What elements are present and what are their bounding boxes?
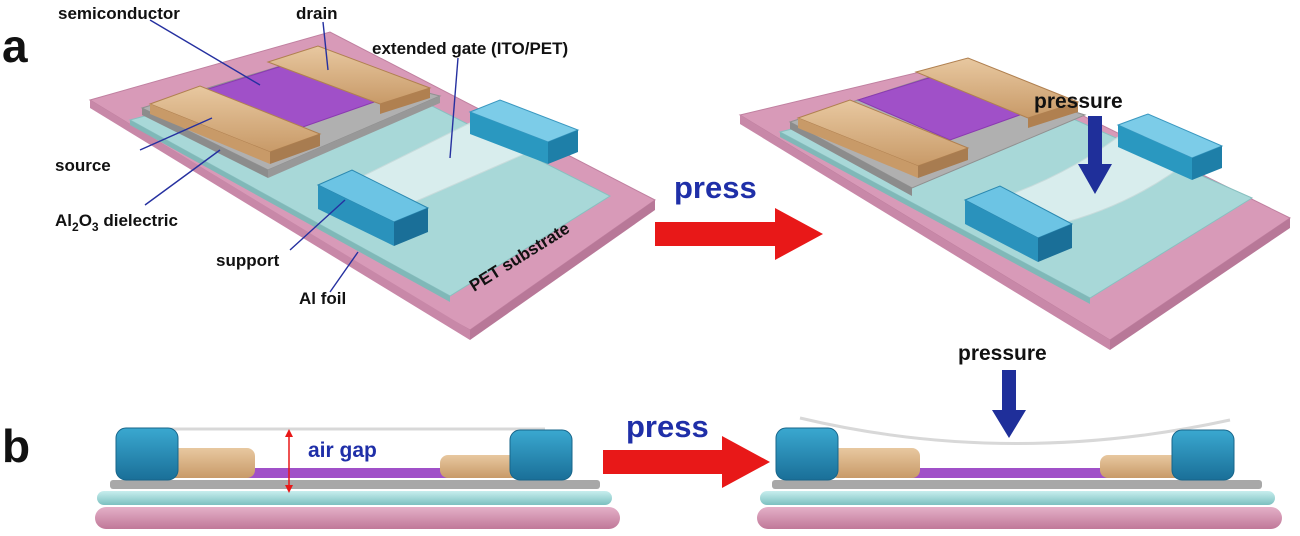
right-arrow-icon bbox=[655, 208, 823, 260]
support-block-front-right-2 bbox=[1038, 224, 1072, 262]
device-3d-before bbox=[88, 31, 656, 340]
drain-electrode-bar-2 bbox=[1100, 455, 1185, 478]
label-dielectric-al: Al bbox=[55, 211, 72, 230]
pet-substrate-bar bbox=[95, 507, 620, 529]
leader-dielectric bbox=[144, 149, 221, 206]
drain-electrode-bar bbox=[440, 455, 525, 478]
panel-label-b: b bbox=[2, 420, 30, 472]
label-drain: drain bbox=[296, 4, 338, 23]
leader-support bbox=[289, 199, 346, 251]
label-source: source bbox=[55, 156, 111, 175]
device-3d-after bbox=[738, 57, 1291, 350]
label-semiconductor: semiconductor bbox=[58, 4, 180, 23]
support-block-front-right bbox=[394, 208, 428, 246]
source-electrode-bar bbox=[165, 448, 255, 478]
source-electrode-front bbox=[150, 104, 270, 164]
pet-substrate-2-front-edge bbox=[740, 115, 1110, 350]
label-dielectric-rest: dielectric bbox=[99, 211, 178, 230]
support-block-left-2 bbox=[775, 427, 839, 481]
dielectric-2-edge bbox=[790, 122, 912, 196]
al-foil-bar-2 bbox=[760, 491, 1275, 505]
label-dielectric-o: O bbox=[79, 211, 92, 230]
air-gap-arrow-top bbox=[285, 429, 293, 437]
label-dielectric-sub2: 2 bbox=[72, 220, 79, 234]
extended-gate-bent bbox=[799, 416, 1231, 445]
source-electrode-2-front bbox=[798, 118, 918, 178]
pressure-label-b: pressure bbox=[958, 342, 1047, 365]
leader-source bbox=[139, 117, 213, 151]
pressure-label-a: pressure bbox=[1034, 90, 1123, 113]
support-block-right bbox=[509, 429, 573, 481]
label-extended-gate: extended gate (ITO/PET) bbox=[372, 39, 568, 58]
source-electrode-2-side bbox=[918, 148, 968, 178]
semiconductor-bar-2 bbox=[895, 468, 1135, 478]
pet-substrate-front-edge bbox=[90, 100, 470, 340]
source-electrode-bar-2 bbox=[830, 448, 920, 478]
press-label-b: press bbox=[626, 409, 709, 444]
pet-substrate-bar-2 bbox=[757, 507, 1282, 529]
drain-electrode-2-side bbox=[1028, 102, 1078, 128]
semiconductor-bar bbox=[230, 468, 470, 478]
support-block-back-front bbox=[548, 130, 578, 164]
support-block-back-left bbox=[470, 112, 548, 164]
cross-section-before bbox=[95, 427, 620, 529]
label-support: support bbox=[216, 251, 280, 270]
drain-electrode-side bbox=[380, 88, 430, 114]
support-block-back-left-2 bbox=[1118, 125, 1192, 180]
dielectric-edge-right bbox=[268, 96, 440, 178]
panel-label-a: a bbox=[2, 20, 28, 72]
pet-substrate-2-edge bbox=[1110, 218, 1290, 350]
press-label-a: press bbox=[674, 170, 757, 205]
cross-section-after bbox=[757, 416, 1282, 529]
support-block-front-left-2 bbox=[965, 200, 1038, 262]
leader-extended-gate bbox=[449, 57, 459, 159]
label-dielectric: Al2O3 dielectric bbox=[55, 211, 178, 234]
leader-lines-a bbox=[139, 19, 459, 293]
dielectric-edge bbox=[142, 108, 268, 178]
source-electrode-side bbox=[270, 134, 320, 164]
support-block-left bbox=[115, 427, 179, 481]
down-arrow-icon bbox=[1078, 116, 1112, 194]
al-foil-bar bbox=[97, 491, 612, 505]
pet-substrate-edge bbox=[470, 200, 655, 340]
right-arrow-icon-b bbox=[603, 436, 770, 488]
support-block-right-2 bbox=[1171, 429, 1235, 481]
label-al-foil: Al foil bbox=[299, 289, 346, 308]
leader-semiconductor bbox=[149, 19, 261, 86]
al-foil-edge bbox=[130, 120, 450, 302]
down-arrow-icon-b bbox=[992, 370, 1026, 438]
air-gap-label: air gap bbox=[308, 439, 377, 462]
label-dielectric-sub3: 3 bbox=[92, 220, 99, 234]
support-block-front-left bbox=[318, 185, 394, 246]
leader-al-foil bbox=[329, 251, 359, 293]
support-block-back-front-2 bbox=[1192, 146, 1222, 180]
dielectric-bar bbox=[110, 480, 600, 489]
leader-drain bbox=[322, 21, 329, 71]
al-foil-2-edge bbox=[780, 132, 1090, 304]
air-gap-arrow-bottom bbox=[285, 485, 293, 493]
dielectric-bar-2 bbox=[772, 480, 1262, 489]
